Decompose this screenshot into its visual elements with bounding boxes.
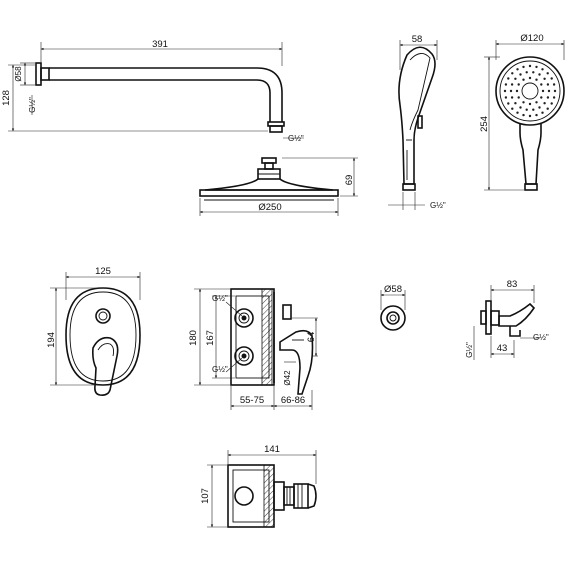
spray-nozzle: [525, 108, 528, 111]
spray-nozzle: [519, 73, 522, 76]
hand-shower-thread-label: G½": [430, 201, 446, 210]
spray-nozzle: [528, 64, 532, 68]
body-height-label: 180: [188, 330, 199, 346]
overhead-shower-view: 69 Ø250: [199, 157, 358, 216]
spray-face: [503, 64, 557, 118]
spray-nozzle: [552, 96, 556, 99]
spray-nozzle: [522, 65, 525, 69]
spray-nozzle: [541, 89, 545, 93]
spray-nozzle: [516, 68, 519, 71]
spray-nozzle: [519, 106, 522, 109]
spray-nozzle: [515, 89, 519, 93]
spray-nozzle: [517, 83, 520, 86]
spray-nozzle: [540, 83, 543, 86]
plate-height-label: 194: [46, 332, 57, 348]
body-thread-top-label: G½": [212, 294, 228, 303]
overhead-diameter-label: Ø250: [258, 202, 281, 213]
spray-nozzle: [546, 72, 549, 75]
spray-nozzle: [504, 83, 508, 86]
holder-view: 83 43 G½" G½": [465, 279, 549, 360]
port-bottom: [234, 346, 254, 366]
arm-thread-bottom-label: G½": [288, 134, 304, 143]
plate-width-label: 125: [95, 266, 111, 277]
spray-nozzle: [541, 111, 544, 114]
hand-shower-diameter-label: Ø120: [520, 33, 543, 44]
spray-nozzle: [511, 72, 514, 75]
arm-flange-dia-label: Ø58: [14, 66, 23, 82]
spray-nozzle: [547, 89, 551, 93]
spray-nozzle: [538, 73, 541, 76]
spray-nozzle: [550, 77, 553, 80]
overhead-height-label: 69: [344, 175, 355, 186]
spray-nozzle: [550, 102, 553, 105]
spray-nozzle: [541, 68, 544, 71]
spray-nozzle: [507, 77, 510, 80]
shower-arm-pipe: [49, 67, 283, 122]
spray-nozzle: [525, 71, 528, 74]
shower-arm-flange: [35, 62, 50, 86]
body-thread-bottom-label: G½": [212, 365, 228, 374]
body-spindle-dia-label: Ø42: [283, 370, 292, 386]
hand-shower-length-label: 254: [479, 116, 490, 132]
spray-nozzle: [522, 101, 525, 104]
spray-nozzle: [504, 96, 508, 99]
spray-nozzle: [543, 77, 546, 81]
spray-nozzle: [510, 83, 514, 86]
body-top-width-label: 141: [264, 444, 280, 455]
spray-nozzle: [553, 89, 557, 93]
spray-nozzle: [511, 107, 514, 110]
spray-nozzle: [538, 106, 541, 109]
spray-nozzle: [517, 96, 520, 99]
spray-nozzle: [546, 96, 550, 99]
spray-nozzle: [540, 96, 543, 99]
spray-nozzle: [510, 96, 514, 99]
spray-nozzle: [514, 102, 517, 105]
arm-length-label: 391: [152, 39, 168, 50]
spray-nozzle: [552, 83, 556, 86]
body-depth-right-label: 66-86: [281, 395, 305, 406]
holder-thread-right-label: G½": [533, 333, 549, 342]
arm-height-label: 128: [1, 90, 12, 106]
spray-nozzle: [532, 71, 535, 74]
spray-nozzle: [535, 78, 538, 81]
spray-nozzle: [546, 83, 550, 86]
spray-nozzle: [535, 65, 538, 69]
body-depth-left-label: 55-75: [240, 395, 264, 406]
spray-nozzle: [514, 77, 517, 81]
shower-arm-outlet: [267, 121, 285, 133]
hand-shower-front-view: Ø120 254: [479, 33, 565, 191]
spray-nozzle: [509, 89, 513, 93]
spray-nozzle: [522, 113, 525, 117]
holder-thread-left-label: G½": [465, 342, 474, 358]
spray-nozzle: [532, 108, 535, 111]
wall-outlet-view: Ø58: [380, 284, 406, 331]
shower-arm-view: 391 128 Ø58 G½" G½": [1, 39, 304, 143]
spray-nozzle: [535, 101, 538, 104]
outlet-diameter-label: Ø58: [384, 284, 402, 295]
spray-nozzle: [535, 113, 538, 117]
holder-length-label: 83: [507, 279, 518, 290]
spray-nozzle: [522, 78, 525, 81]
spray-nozzle: [503, 89, 507, 93]
spray-nozzle: [528, 76, 532, 80]
concealed-body-view: 180 167 G½" G½" 64 Ø42 55-75 66-86: [188, 288, 318, 410]
spray-nozzle: [516, 111, 519, 114]
spray-nozzle: [507, 102, 510, 105]
spray-nozzle: [528, 114, 532, 118]
body-inner-height-label: 167: [205, 330, 216, 346]
hand-shower-depth-label: 58: [412, 34, 423, 45]
spray-nozzle: [528, 102, 532, 106]
body-top-height-label: 107: [200, 488, 211, 504]
spray-nozzle: [546, 107, 549, 110]
body-top-view: 141 107: [200, 444, 317, 528]
hand-shower-side-view: 58 G½": [388, 34, 446, 210]
arm-thread-top-label: G½": [28, 97, 37, 113]
mixer-plate-view: 125 194: [46, 266, 141, 396]
port-top: [234, 308, 254, 328]
spray-nozzle: [543, 102, 546, 105]
body-spacing-label: 64: [306, 332, 317, 343]
holder-offset-label: 43: [497, 343, 508, 354]
